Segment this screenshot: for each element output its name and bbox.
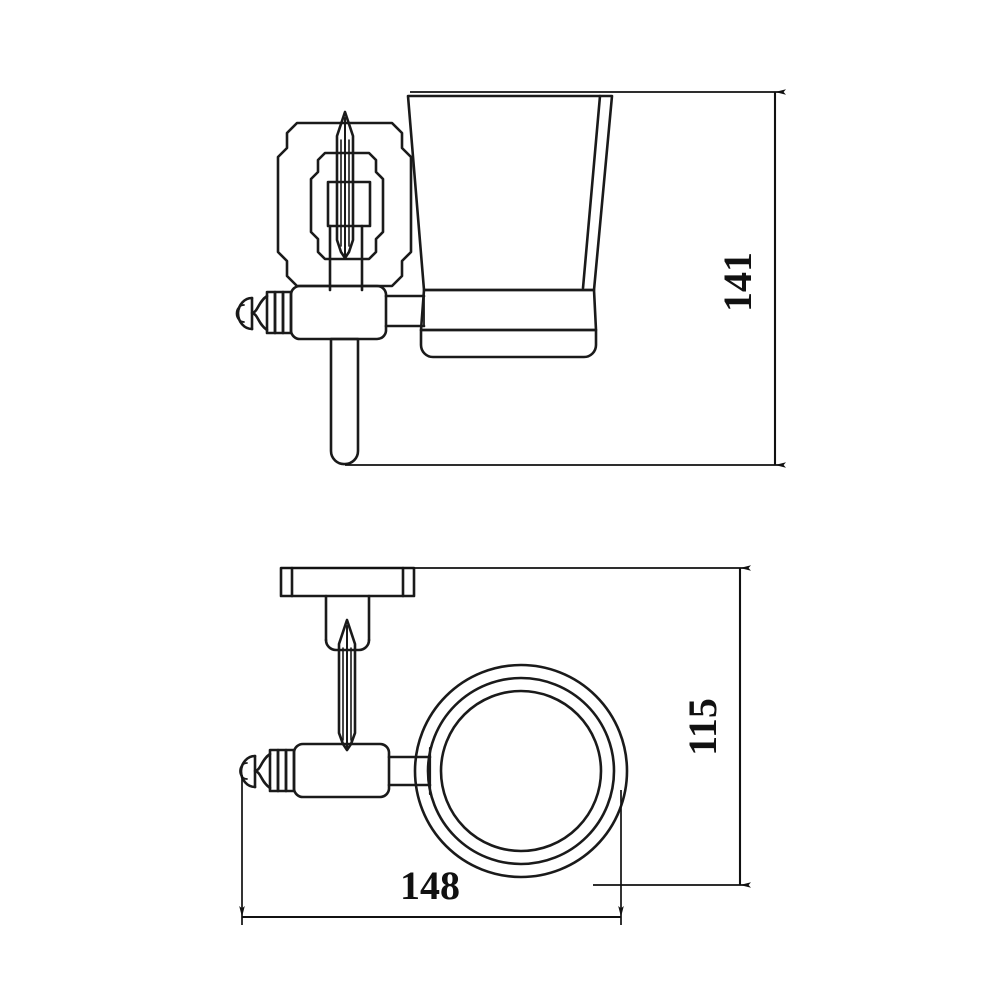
knob-finial xyxy=(236,296,254,331)
dimension-141 xyxy=(345,89,786,468)
dimension-148 xyxy=(239,775,624,925)
bracket-arm xyxy=(235,284,426,341)
ring-outer xyxy=(413,663,629,879)
dimension-141-label: 141 xyxy=(715,252,760,312)
wall-plate-inner-frame xyxy=(309,151,385,261)
spear-finial xyxy=(335,110,355,260)
cup-base xyxy=(419,328,598,359)
ring-middle xyxy=(426,676,616,866)
holder-ring xyxy=(413,663,629,879)
plate-stem xyxy=(328,224,364,292)
dimension-115 xyxy=(281,565,751,888)
dimension-148-label: 148 xyxy=(400,863,460,908)
front-elevation-view xyxy=(235,94,614,466)
ring-inner xyxy=(439,689,603,853)
spear-finial-plan xyxy=(337,618,357,752)
knob-finial-plan xyxy=(239,754,257,789)
tumbler-cup xyxy=(406,94,614,359)
dimension-115-label: 115 xyxy=(680,698,725,756)
vertical-rod xyxy=(329,337,360,466)
plan-view xyxy=(239,566,629,879)
